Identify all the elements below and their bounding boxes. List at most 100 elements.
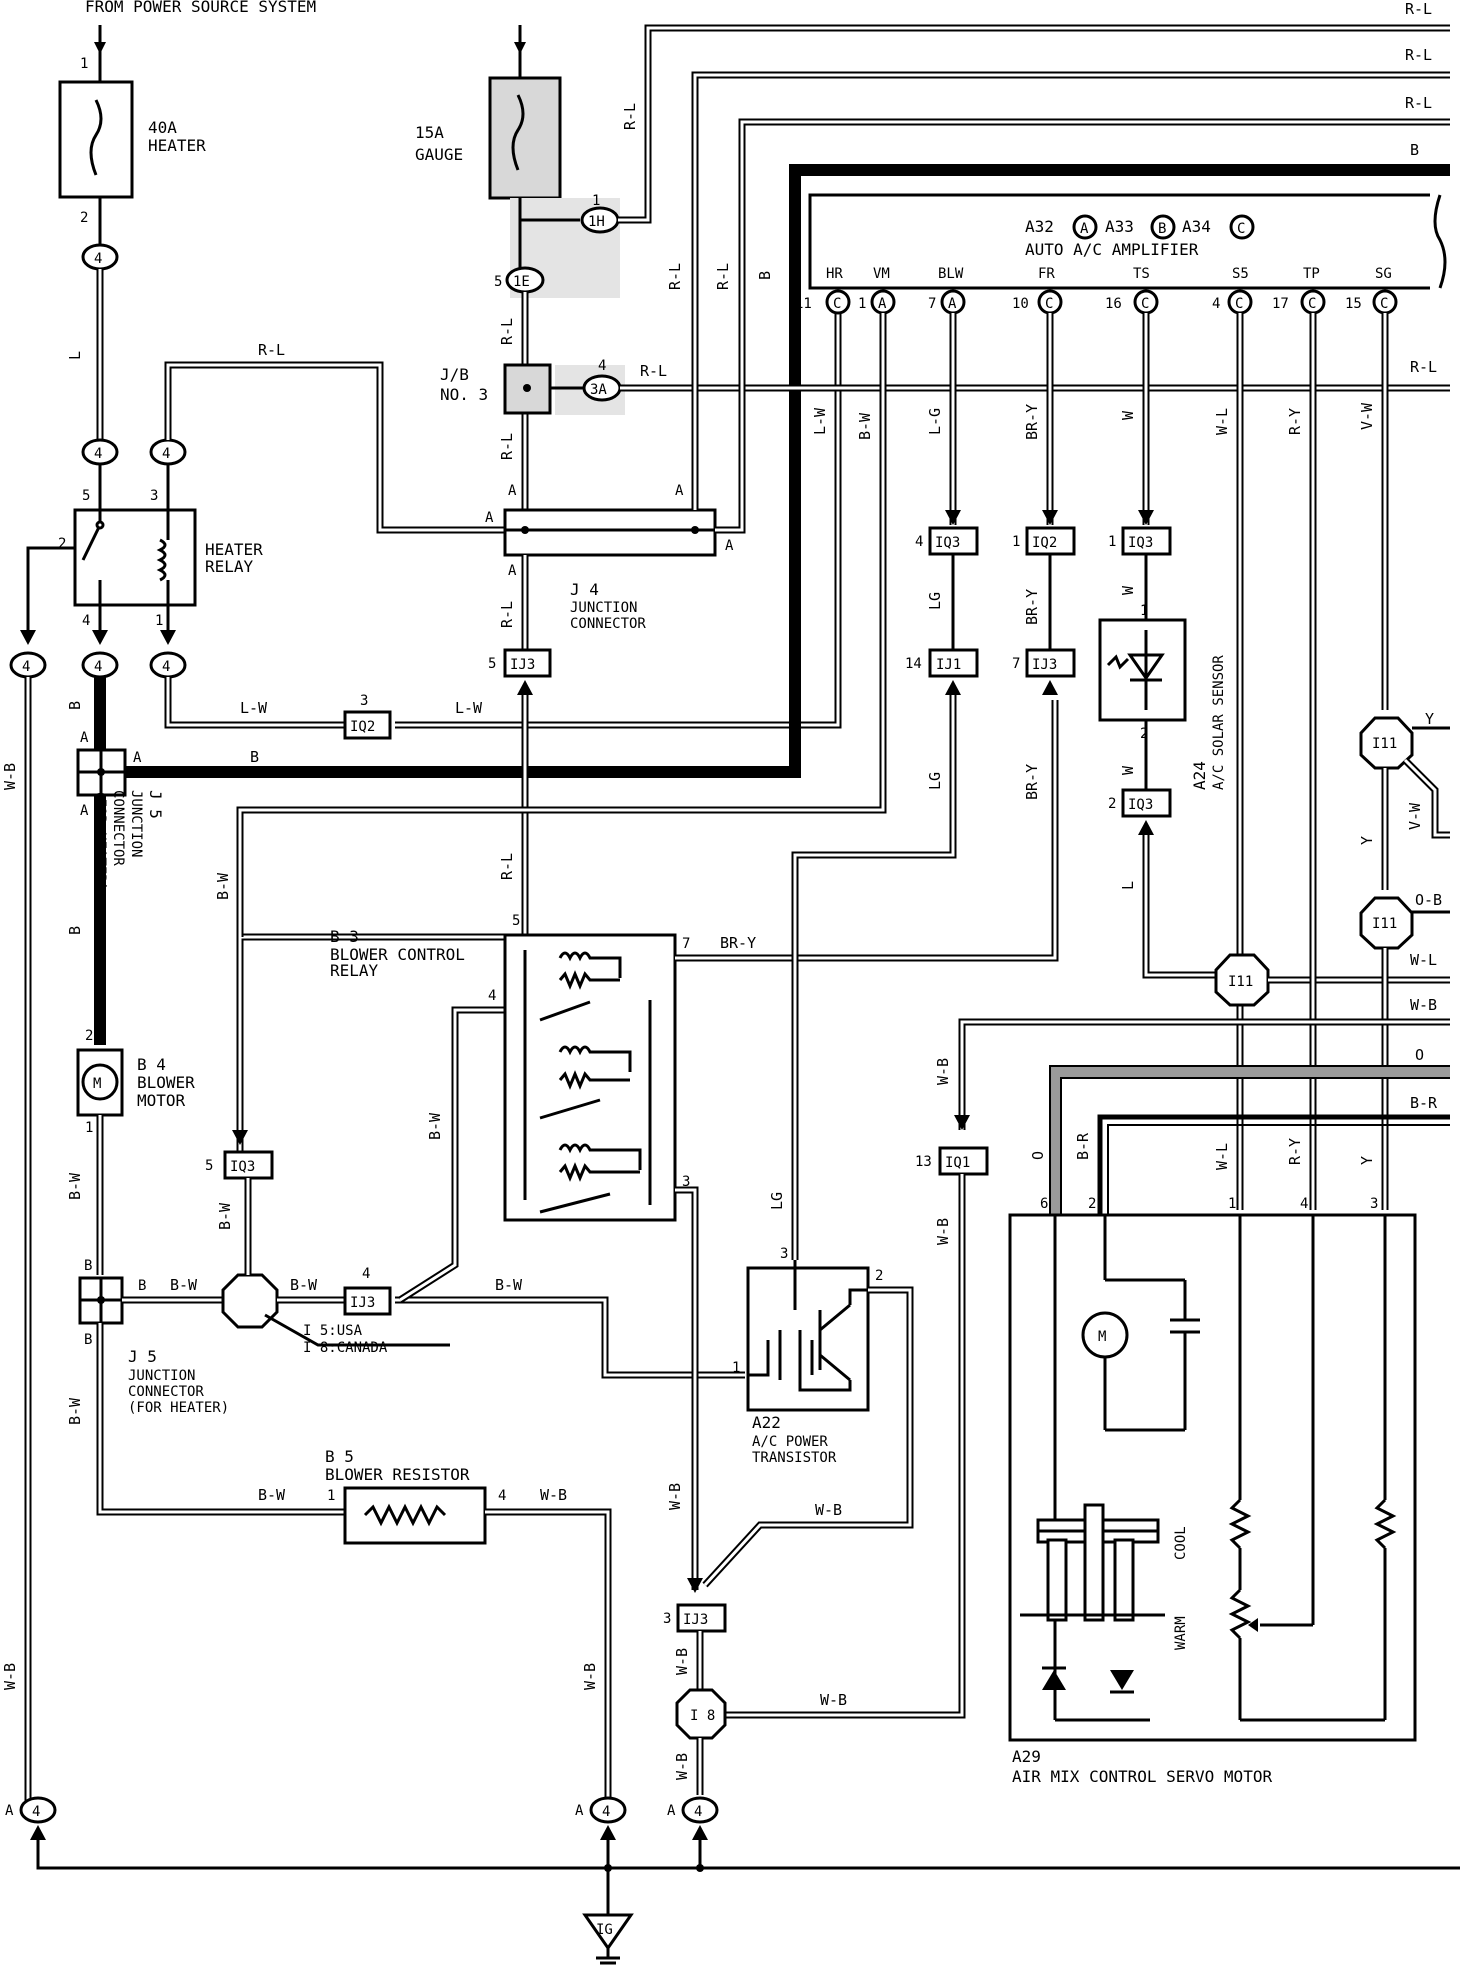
svg-text:1: 1 (858, 296, 866, 312)
svg-text:R-L: R-L (1410, 358, 1437, 376)
svg-text:W-B: W-B (581, 1663, 599, 1690)
svg-text:2: 2 (1140, 726, 1148, 742)
svg-text:M: M (93, 1076, 101, 1092)
svg-text:A: A (878, 296, 887, 312)
j5-junction-lower: B B B J 5 JUNCTION CONNECTOR (FOR HEATER… (78, 1258, 229, 1416)
svg-text:W-B: W-B (934, 1218, 952, 1245)
ground-ig: IG (582, 1913, 634, 1965)
svg-text:1: 1 (1012, 534, 1020, 550)
svg-text:1: 1 (155, 613, 163, 629)
svg-text:W-B: W-B (673, 1648, 691, 1675)
svg-text:C: C (1235, 296, 1243, 312)
j5-junction-upper: A A A (76, 730, 142, 819)
svg-text:R-L: R-L (714, 263, 732, 290)
svg-text:O: O (1415, 1046, 1424, 1064)
svg-text:SG: SG (1375, 266, 1392, 282)
b4-blower-motor: M B 4 BLOWER MOTOR 1 (76, 1048, 195, 1136)
svg-text:3A: 3A (590, 382, 607, 398)
svg-text:R-L: R-L (498, 433, 516, 460)
svg-text:1H: 1H (588, 214, 605, 230)
svg-text:B: B (84, 1258, 92, 1274)
svg-text:3: 3 (682, 1174, 690, 1190)
svg-text:V-W: V-W (1406, 802, 1424, 830)
svg-text:A: A (508, 483, 517, 499)
svg-text:1: 1 (732, 1360, 740, 1376)
svg-text:I11: I11 (1372, 736, 1397, 752)
connector-ij3-top: IJ3 5 (488, 648, 552, 678)
svg-text:R-L: R-L (1405, 46, 1432, 64)
svg-text:A: A (133, 750, 142, 766)
svg-text:CONNECTOR: CONNECTOR (128, 1384, 204, 1400)
svg-text:HR: HR (826, 266, 843, 282)
svg-text:W-B: W-B (1, 1663, 19, 1690)
junction-i8: I 8 (675, 1688, 727, 1740)
connector-4-bottom-left: 4 A (5, 1796, 57, 1824)
svg-text:Y: Y (1358, 1156, 1376, 1165)
svg-text:4: 4 (162, 659, 170, 675)
svg-text:4: 4 (915, 534, 923, 550)
svg-text:B-W: B-W (214, 872, 232, 900)
svg-text:I11: I11 (1228, 974, 1253, 990)
svg-text:BLOWER CONTROL: BLOWER CONTROL (330, 945, 465, 964)
svg-text:B-W: B-W (495, 1276, 523, 1294)
svg-text:4: 4 (362, 1266, 370, 1282)
svg-text:W: W (1119, 585, 1137, 595)
svg-text:2: 2 (875, 1268, 883, 1284)
connector-ij3-fr: IJ3 7 (1012, 648, 1076, 678)
svg-text:I 5:USA: I 5:USA (303, 1323, 363, 1339)
svg-text:5: 5 (512, 913, 520, 929)
svg-text:NO. 3: NO. 3 (440, 385, 488, 404)
svg-text:3: 3 (360, 693, 368, 709)
svg-text:A: A (485, 510, 494, 526)
svg-text:J 5: J 5 (146, 790, 165, 819)
amp-terminal-blw: BLW 7 A (928, 266, 966, 315)
svg-text:IQ3: IQ3 (230, 1159, 255, 1175)
svg-text:IQ3: IQ3 (1128, 535, 1153, 551)
svg-text:3: 3 (1370, 1196, 1378, 1212)
svg-text:B-W: B-W (66, 1172, 84, 1200)
svg-text:BR-Y: BR-Y (720, 934, 756, 952)
svg-text:2: 2 (1088, 1196, 1096, 1212)
svg-text:3: 3 (663, 1611, 671, 1627)
connector-iq3-left: IQ3 5 (205, 1150, 274, 1180)
svg-text:4: 4 (82, 613, 90, 629)
amp-terminal-ts: TS 16 C (1105, 266, 1159, 315)
svg-text:B-R: B-R (1074, 1132, 1092, 1160)
svg-text:B-W: B-W (856, 412, 874, 440)
svg-text:BLOWER: BLOWER (137, 1073, 195, 1092)
junction-i11-top: I11 (1359, 716, 1414, 770)
svg-text:4: 4 (488, 988, 496, 1004)
svg-text:RELAY: RELAY (330, 961, 379, 980)
connector-4-relay-1: 4 (149, 651, 187, 679)
svg-text:7: 7 (1012, 656, 1020, 672)
svg-text:B-W: B-W (258, 1486, 286, 1504)
j4-junction-connector: A A A A A J 4 JUNCTION CONNECTOR (485, 483, 734, 632)
fuse-40a-heater: 1 40A HEATER 2 (58, 25, 206, 245)
svg-text:C: C (1045, 296, 1053, 312)
svg-text:4: 4 (32, 1804, 40, 1820)
svg-text:L-W: L-W (455, 699, 483, 717)
svg-text:IQ2: IQ2 (350, 719, 375, 735)
svg-text:A29: A29 (1012, 1747, 1041, 1766)
svg-text:W-L: W-L (1213, 1143, 1231, 1170)
svg-text:A22: A22 (752, 1413, 781, 1432)
svg-text:4: 4 (1300, 1196, 1308, 1212)
svg-text:A33: A33 (1105, 217, 1134, 236)
connector-iq3-blw: IQ3 4 (915, 526, 979, 556)
svg-text:HEATER: HEATER (148, 136, 206, 155)
svg-text:7: 7 (682, 936, 690, 952)
svg-text:I 8: I 8 (690, 1708, 715, 1724)
svg-text:B-R: B-R (1410, 1094, 1438, 1112)
svg-text:A: A (80, 730, 89, 746)
svg-text:A34: A34 (1182, 217, 1211, 236)
svg-text:7: 7 (928, 296, 936, 312)
svg-text:J 4: J 4 (570, 580, 599, 599)
svg-text:IQ3: IQ3 (935, 535, 960, 551)
amp-terminal-s5: S5 4 C (1212, 266, 1253, 315)
connector-iq3-ts: IQ3 1 (1108, 526, 1172, 556)
connector-4-left: 4 (9, 651, 47, 679)
svg-text:B-W: B-W (426, 1112, 444, 1140)
svg-text:C: C (1308, 296, 1316, 312)
svg-text:JUNCTION: JUNCTION (128, 1368, 195, 1384)
svg-text:W-B: W-B (540, 1486, 567, 1504)
